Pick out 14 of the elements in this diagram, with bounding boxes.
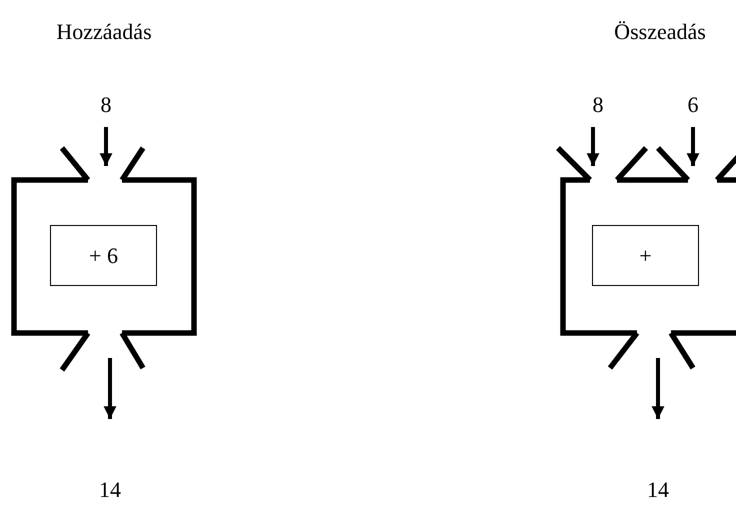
number-text: 8	[586, 90, 610, 120]
operation-box: +	[592, 225, 699, 286]
arrow	[104, 358, 116, 419]
title-text: Összeadás	[614, 19, 706, 45]
number-text: 14	[638, 475, 678, 505]
number-text: 14	[90, 475, 130, 505]
number-text: 6	[681, 90, 705, 120]
title-text: Hozzáadás	[56, 19, 152, 45]
number-text: 8	[94, 90, 118, 120]
arrow	[686, 127, 700, 166]
arrow	[652, 358, 664, 419]
operation-box: + 6	[50, 225, 157, 286]
arrow	[586, 127, 600, 166]
arrow	[100, 127, 112, 166]
